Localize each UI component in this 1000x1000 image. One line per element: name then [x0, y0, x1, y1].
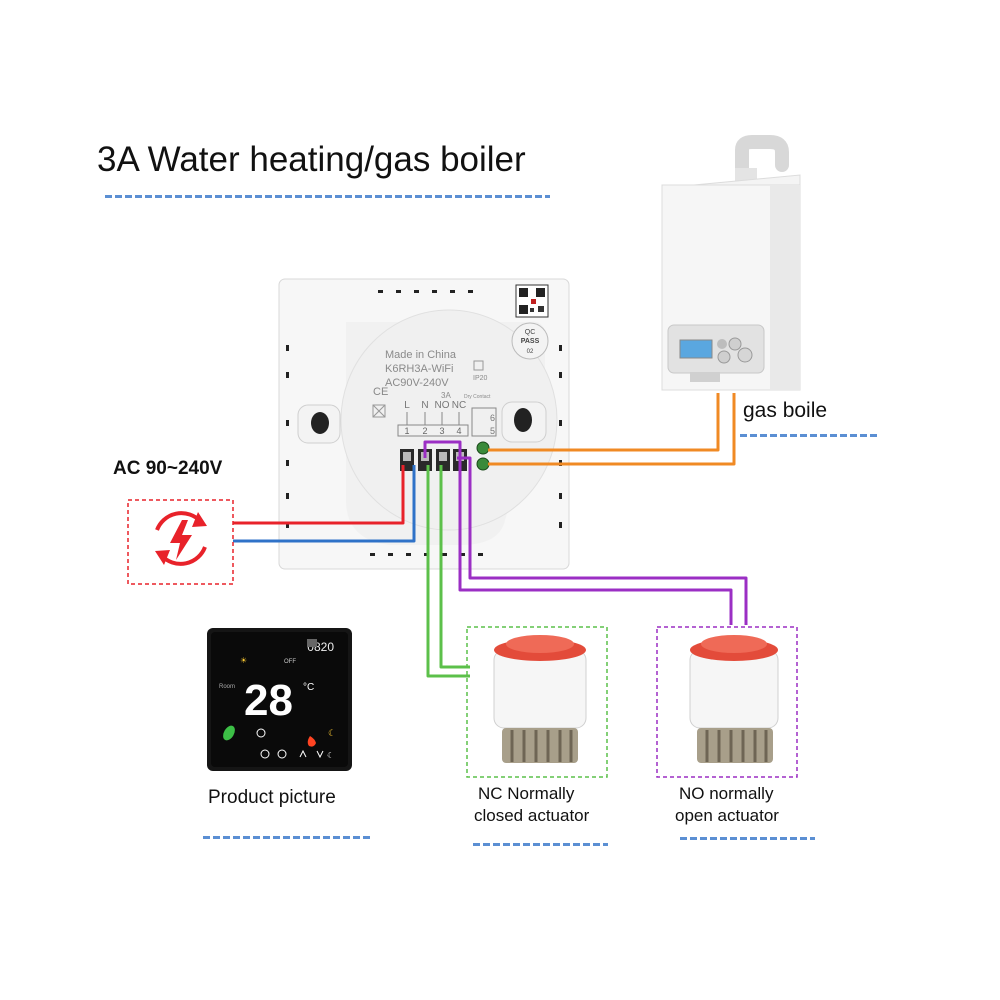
wires [233, 393, 748, 678]
up-icon [299, 749, 307, 758]
power-icon [277, 749, 287, 759]
nc-label-underline [473, 843, 608, 846]
boiler-label-underline [740, 434, 878, 437]
boiler-label: gas boile [743, 399, 828, 422]
power-label: AC 90~240V [113, 458, 223, 479]
product-picture-label: Product picture [208, 787, 336, 808]
display-room-label: Room [219, 684, 235, 690]
svg-text:QC: QC [525, 329, 536, 336]
thermostat-front: 0820 ☀ OFF Room 28 °C ☾ ☾ [207, 628, 352, 771]
svg-text:CE: CE [373, 386, 388, 398]
terminal-name-n: N [421, 400, 428, 411]
terminal-name-nc: NC [452, 400, 466, 411]
flame-icon [307, 736, 316, 747]
no-actuator [656, 626, 798, 778]
model-label: K6RH3A-WiFi [385, 363, 453, 375]
dry-contact-label: Dry Contact [464, 394, 491, 400]
diagram-title: 3A Water heating/gas boiler [97, 140, 526, 179]
terminal-number-3: 3 [439, 426, 444, 436]
ip-label: IP20 [473, 375, 488, 382]
display-unit: °C [303, 682, 314, 693]
qc-pass-sticker [511, 322, 549, 360]
display-off-label: OFF [284, 659, 296, 665]
dry-number-6: 6 [490, 413, 495, 423]
terminal-number-1: 1 [404, 426, 409, 436]
rating-label: 3A [441, 391, 451, 400]
terminal-name-no: NO [435, 400, 450, 411]
voltage-label: AC90V-240V [385, 377, 449, 389]
thermostat-back-panel: QC PASS 02 Made in China K6RH3A-WiFi AC9… [278, 278, 570, 570]
lightning-icon [170, 520, 192, 560]
down-icon [316, 750, 324, 759]
product-label-underline [203, 836, 373, 839]
power-source [127, 499, 234, 585]
dry-terminal-6 [476, 441, 490, 455]
made-in-label: Made in China [385, 349, 457, 361]
dry-terminal-5 [476, 457, 490, 471]
leaf-icon [223, 725, 235, 741]
svg-text:☾: ☾ [328, 728, 336, 738]
no-label-underline [680, 837, 815, 840]
svg-text:PASS: PASS [521, 338, 540, 345]
svg-text:☾: ☾ [327, 751, 334, 760]
no-actuator-label-line1: NO normally [679, 784, 774, 803]
nc-actuator-label-line2: closed actuator [474, 806, 590, 825]
terminal-number-4: 4 [456, 426, 461, 436]
svg-text:02: 02 [527, 349, 534, 355]
svg-text:☀: ☀ [240, 656, 247, 665]
nc-actuator [466, 626, 608, 778]
terminal-number-2: 2 [422, 426, 427, 436]
display-temperature: 28 [244, 676, 293, 725]
title-underline [105, 195, 550, 198]
dry-number-5: 5 [490, 426, 495, 436]
gas-boiler [661, 135, 801, 391]
qr-code [515, 284, 549, 318]
terminal-name-l: L [404, 400, 410, 411]
no-actuator-label-line2: open actuator [675, 806, 779, 825]
clock-icon [260, 749, 270, 759]
nc-actuator-label-line1: NC Normally [478, 784, 575, 803]
